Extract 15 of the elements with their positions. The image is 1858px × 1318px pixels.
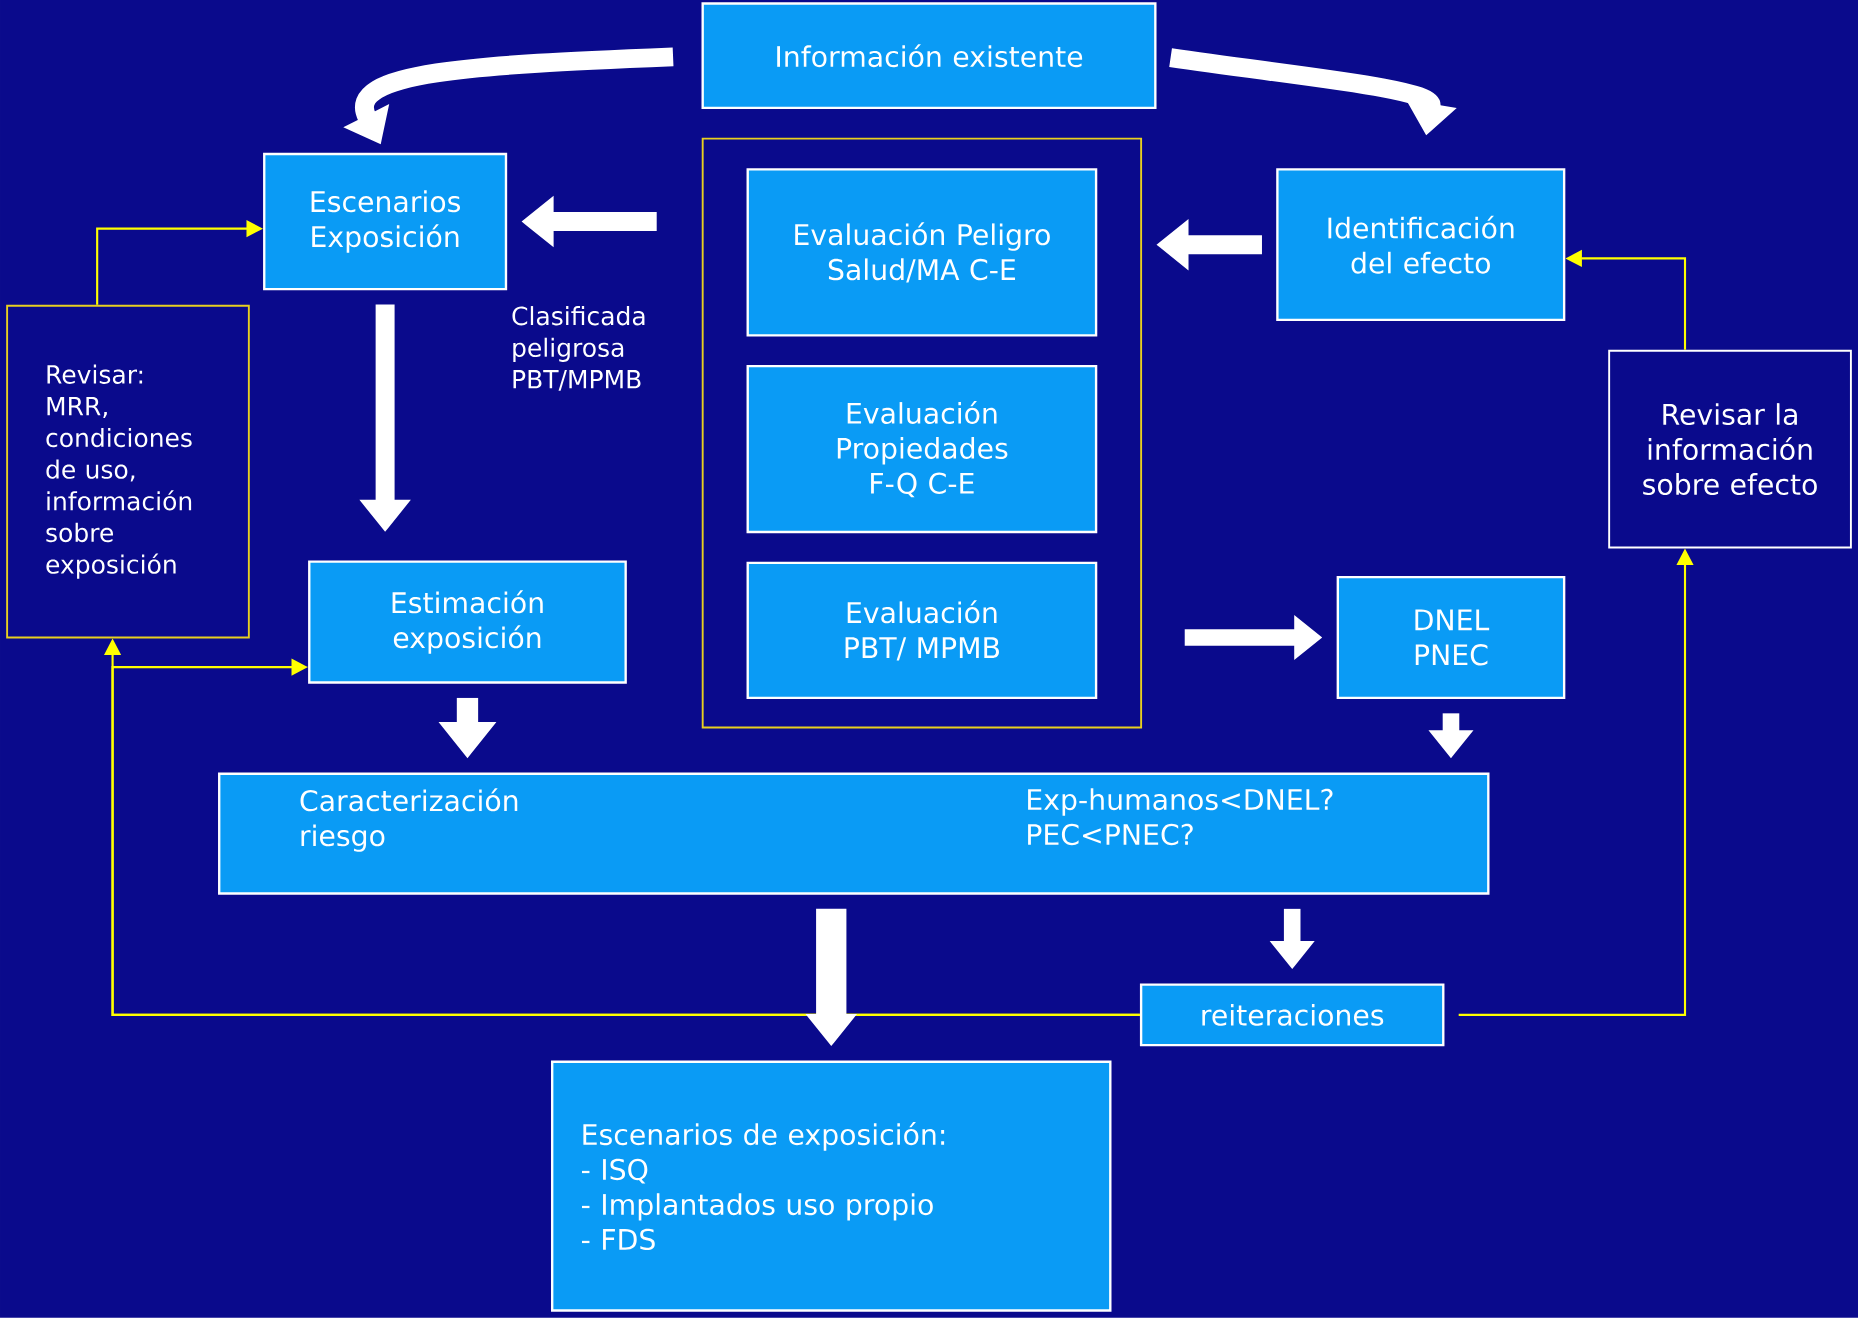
process-box: Evaluación Propiedades F-Q C-E <box>746 365 1098 534</box>
annotation-text: Clasificada peligrosa PBT/MPMB <box>512 306 645 391</box>
process-box: reiteraciones <box>1139 983 1445 1047</box>
process-box: Evaluación Peligro Salud/MA C-E <box>746 168 1098 337</box>
process-box: Estimación exposición <box>308 560 627 684</box>
process-box: DNEL PNEC <box>1336 576 1566 700</box>
process-box: Información existente <box>701 2 1157 110</box>
group-frame <box>701 137 1143 729</box>
process-box: Evaluación PBT/ MPMB <box>746 561 1098 700</box>
process-box: Escenarios Exposición <box>263 153 508 291</box>
note-box: Revisar la información sobre efecto <box>1608 349 1852 549</box>
process-box: Escenarios de exposición: - ISQ - Implantados uso propio - FDS <box>551 1060 1112 1312</box>
process-box: Identificación del efecto <box>1276 168 1566 322</box>
note-box: Revisar: MRR, condiciones de uso, información sobre exposición <box>6 304 250 639</box>
process-box: Caracterización riesgo Exp-humanos<DNEL? PEC<PNEC? <box>218 772 1490 895</box>
